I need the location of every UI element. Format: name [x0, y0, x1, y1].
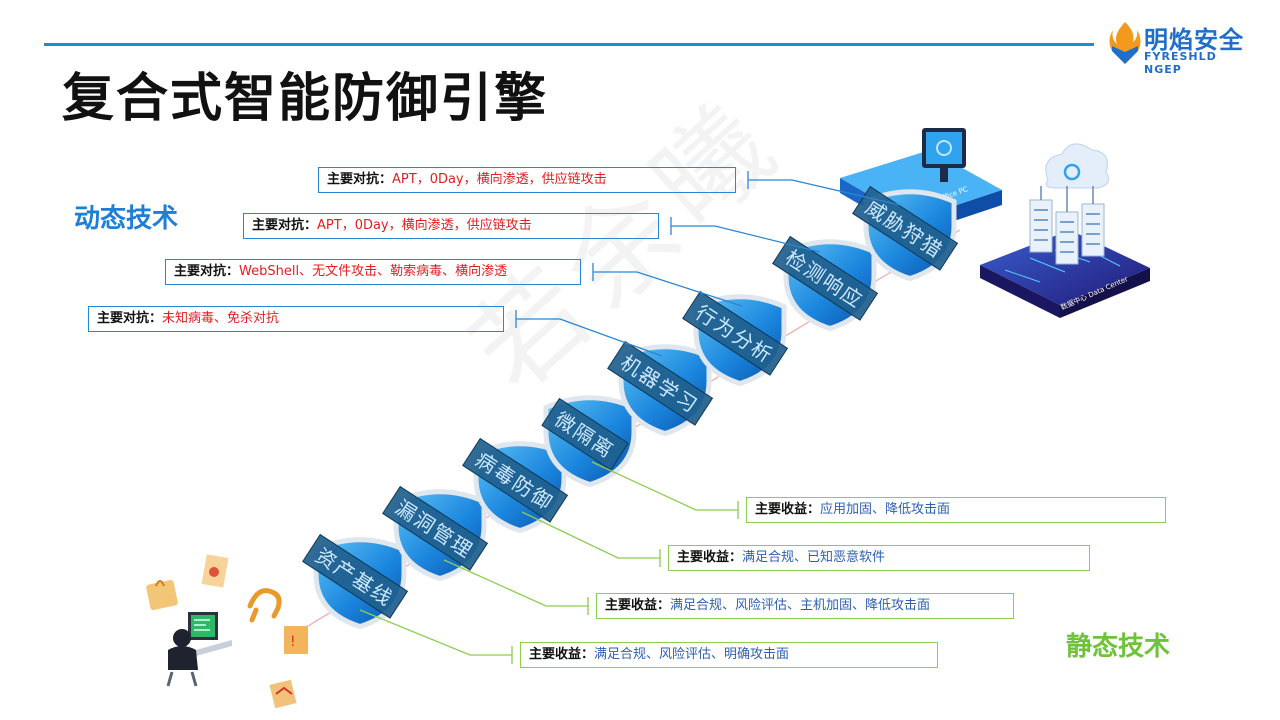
- attacker-scene: !: [146, 554, 308, 709]
- callout-value: 满足合规、风险评估、明确攻击面: [594, 647, 790, 662]
- svg-text:!: !: [290, 634, 296, 650]
- dynamic-tech-label: 动态技术: [74, 204, 179, 234]
- callout-key: 主要收益：: [755, 502, 821, 517]
- callout-value: APT，0Day，横向渗透，供应链攻击: [317, 218, 532, 233]
- server-rack-icon: [1029, 199, 1105, 265]
- callout-key: 主要对抗：: [174, 264, 240, 279]
- callout-value: 满足合规、风险评估、主机加固、降低攻击面: [670, 598, 931, 613]
- brand-logo: 明焰安全 FYRESHLD NGEP: [1108, 20, 1258, 76]
- shield-5: 机器学习: [607, 340, 714, 437]
- static-callout-4: 主要收益：满足合规、风险评估、明确攻击面: [520, 642, 938, 668]
- static-callout-1: 主要收益：应用加固、降低攻击面: [746, 497, 1166, 523]
- flame-shield-icon: [1109, 22, 1141, 64]
- static-callout-3: 主要收益：满足合规、风险评估、主机加固、降低攻击面: [596, 593, 1014, 619]
- callout-key: 主要对抗：: [97, 311, 163, 326]
- shield-2: 漏洞管理: [382, 485, 489, 582]
- dynamic-callout-1: 主要对抗：APT，0Day，横向渗透，供应链攻击: [318, 167, 736, 193]
- horse-icon: [247, 588, 282, 623]
- logo-text-en: FYRESHLD NGEP: [1144, 50, 1217, 76]
- callout-key: 主要收益：: [605, 598, 671, 613]
- data-center-scene: 数据中心 Data Center: [980, 143, 1150, 318]
- sync-icon: [1063, 163, 1081, 181]
- ransom-envelope-icon: [269, 679, 297, 709]
- dynamic-callout-2: 主要对抗：APT，0Day，横向渗透，供应链攻击: [243, 213, 659, 239]
- shield-3: 病毒防御: [462, 437, 569, 534]
- header-rule: [44, 43, 1094, 46]
- dynamic-connector-3: [593, 271, 743, 307]
- hacker-icon: [166, 629, 198, 687]
- callout-key: 主要对抗：: [327, 172, 393, 187]
- static-connector-2: [521, 511, 660, 559]
- shield-8: 威胁狩猎: [852, 185, 959, 282]
- static-connector-3: [443, 559, 588, 607]
- shield-6: 行为分析: [682, 290, 789, 387]
- shield-7: 检测响应: [772, 235, 879, 332]
- shield-1: 资产基线: [302, 533, 409, 630]
- dynamic-connector-4: [516, 318, 663, 357]
- callout-value: 应用加固、降低攻击面: [820, 502, 951, 517]
- callout-value: WebShell、无文件攻击、勒索病毒、横向渗透: [239, 264, 508, 279]
- dynamic-connector-2: [671, 225, 821, 253]
- static-callout-2: 主要收益：满足合规、已知恶意软件: [668, 545, 1090, 571]
- callout-key: 主要收益：: [529, 647, 595, 662]
- static-connector-4: [359, 609, 512, 656]
- file-warning-icon: !: [284, 626, 308, 654]
- page-title: 复合式智能防御引擎: [62, 69, 549, 129]
- callout-value: 未知病毒、免杀对抗: [162, 311, 280, 326]
- cloud-icon: [936, 140, 952, 156]
- computer-icon: [188, 612, 232, 656]
- dynamic-callout-4: 主要对抗：未知病毒、免杀对抗: [88, 306, 504, 332]
- document-bug-icon: [201, 554, 229, 588]
- callout-key: 主要对抗：: [252, 218, 318, 233]
- shield-4: 微隔离: [541, 395, 637, 488]
- folder-icon: [146, 579, 178, 611]
- callout-value: 满足合规、已知恶意软件: [742, 550, 886, 565]
- static-tech-label: 静态技术: [1066, 632, 1171, 662]
- callout-value: APT，0Day，横向渗透，供应链攻击: [392, 172, 607, 187]
- logo-text-cn: 明焰安全: [1144, 26, 1244, 54]
- callout-key: 主要收益：: [677, 550, 743, 565]
- dynamic-callout-3: 主要对抗：WebShell、无文件攻击、勒索病毒、横向渗透: [165, 259, 581, 285]
- dynamic-connector-1: [748, 179, 901, 206]
- static-connector-1: [591, 461, 738, 511]
